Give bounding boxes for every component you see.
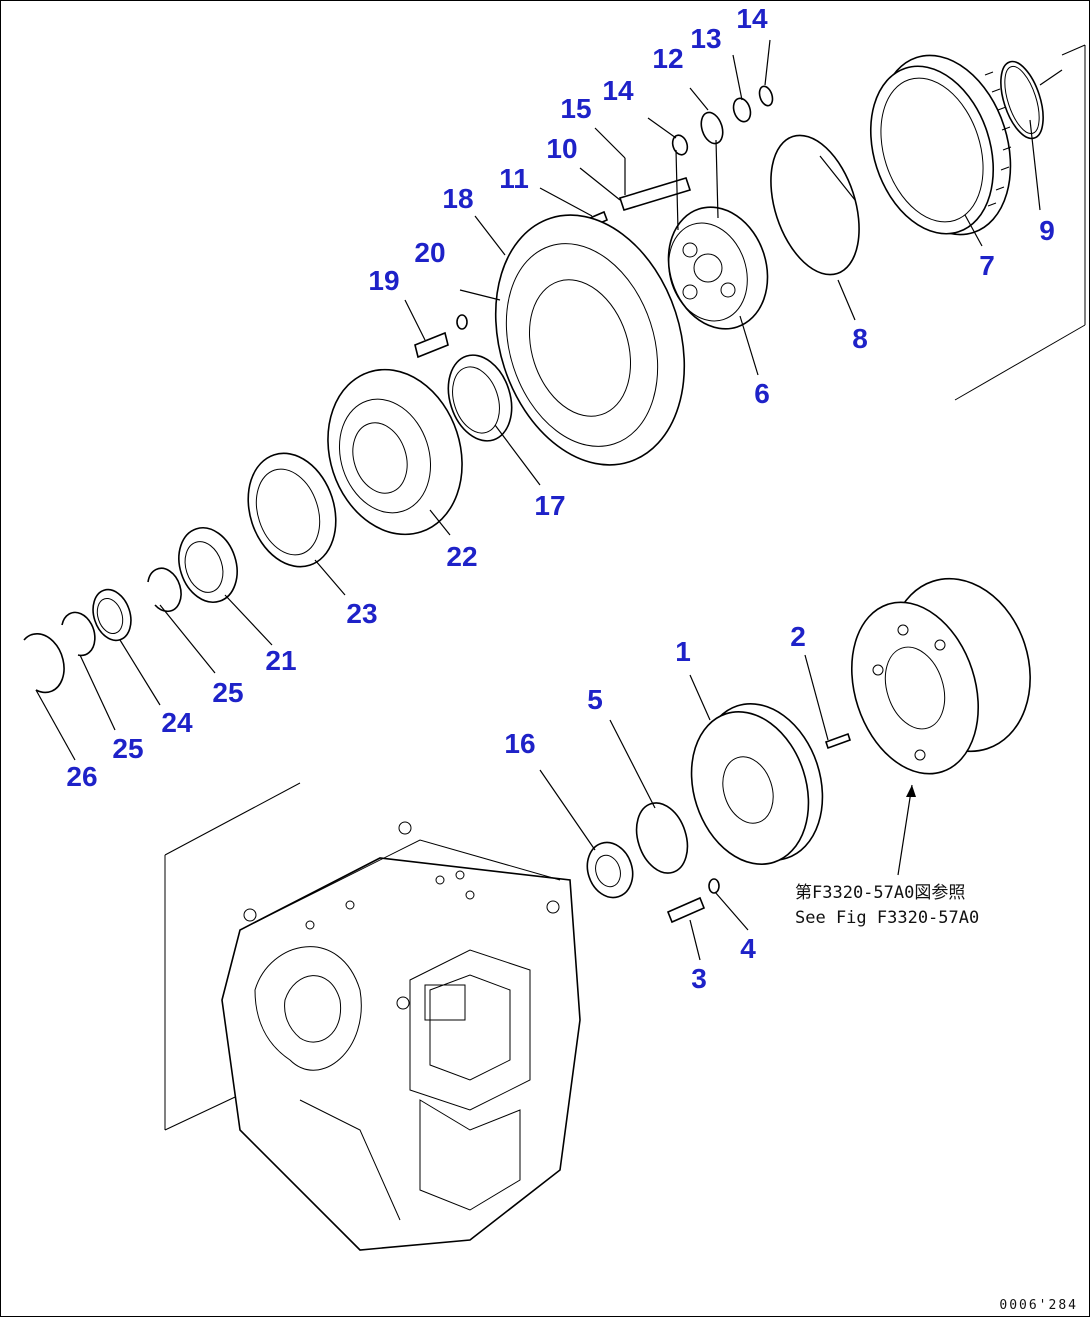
callout-16: 16 [504, 728, 535, 759]
callout-11: 11 [499, 163, 529, 194]
callout-2: 2 [790, 621, 806, 652]
callout-5: 5 [587, 684, 603, 715]
part-23-bearing [247, 452, 337, 568]
reference-note-en: See Fig F3320-57A0 [795, 908, 979, 928]
part-22-gear [327, 368, 463, 536]
part-17-bearing [447, 354, 513, 442]
callout-labels: 14 13 12 14 15 10 11 18 20 19 9 7 8 6 17… [66, 3, 1054, 994]
part-24-bearing [92, 588, 132, 642]
callout-25-lower: 25 [112, 733, 143, 764]
callout-13: 13 [690, 23, 721, 54]
callout-6: 6 [754, 378, 770, 409]
reference-note-jp: 第F3320-57A0図参照 [795, 883, 965, 903]
callout-12: 12 [652, 43, 683, 74]
part-16-bearing [586, 841, 634, 899]
part-21-bearing [178, 527, 238, 603]
transmission-case [221, 821, 581, 1251]
callout-23: 23 [346, 598, 377, 629]
callout-19: 19 [368, 265, 399, 296]
callout-17: 17 [534, 490, 565, 521]
reference-note: 第F3320-57A0図参照 See Fig F3320-57A0 [795, 883, 979, 928]
part-13-bearing [732, 97, 752, 123]
part-25-snap-ring-upper [147, 567, 182, 613]
leader-lines [35, 39, 1063, 961]
callout-14-top: 14 [736, 3, 768, 34]
callout-10: 10 [546, 133, 577, 164]
callout-14: 14 [602, 75, 634, 106]
part-25-snap-ring-lower [61, 611, 96, 657]
callout-8: 8 [852, 323, 868, 354]
callout-26: 26 [66, 761, 97, 792]
callout-9: 9 [1039, 215, 1055, 246]
part-4-washer [708, 878, 720, 894]
callout-1: 1 [675, 636, 691, 667]
part-14-washer [671, 134, 689, 156]
part-7-ring-gear [869, 54, 1012, 236]
callout-22: 22 [446, 541, 477, 572]
part-8-snap-ring [770, 134, 860, 276]
callout-24: 24 [161, 707, 193, 738]
part-3-bolt [666, 896, 706, 924]
callout-25-upper: 25 [212, 677, 243, 708]
drawing-code: 0006'284 [999, 1298, 1078, 1313]
part-10-shaft [618, 177, 692, 211]
part-18-plate [494, 214, 686, 466]
part-5-o-ring [635, 802, 689, 874]
callout-15: 15 [560, 93, 591, 124]
part-14-washer-top [758, 85, 774, 107]
part-1-drum [690, 703, 824, 865]
part-9-snap-ring [1000, 60, 1044, 140]
callout-21: 21 [265, 645, 296, 676]
callout-4: 4 [740, 933, 756, 964]
part-20-washer [456, 314, 468, 330]
callout-20: 20 [414, 237, 445, 268]
clutch-housing [850, 577, 1031, 775]
callout-7: 7 [979, 250, 995, 281]
part-26-snap-ring [23, 633, 65, 694]
callout-3: 3 [691, 963, 707, 994]
part-2-pin [824, 732, 852, 750]
part-19-bolt [414, 331, 449, 359]
part-12-pinion [700, 111, 724, 145]
part-6-carrier [667, 206, 769, 330]
callout-18: 18 [442, 183, 473, 214]
